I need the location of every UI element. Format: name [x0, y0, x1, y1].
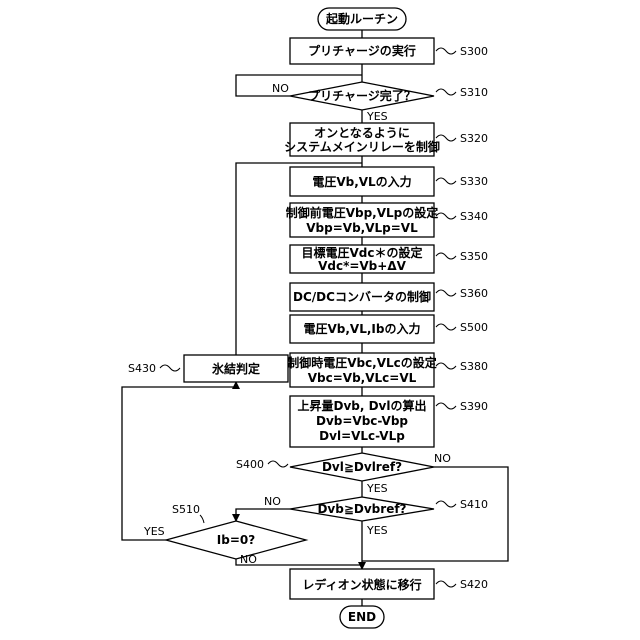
step-s300-box: プリチャージの実行	[290, 38, 434, 64]
s510-yes-label: YES	[143, 525, 165, 538]
label-s320: S320	[460, 132, 488, 145]
svg-text:Vbc=Vb,VLc=VL: Vbc=Vb,VLc=VL	[308, 371, 417, 385]
svg-text:目標電圧Vdc＊の設定: 目標電圧Vdc＊の設定	[302, 245, 423, 260]
label-s300: S300	[460, 45, 488, 58]
svg-text:レディオン状態に移行: レディオン状態に移行	[302, 577, 421, 592]
svg-text:Ib=0?: Ib=0?	[217, 533, 255, 547]
svg-text:プリチャージ完了？: プリチャージ完了？	[308, 88, 416, 103]
svg-text:Vbp=Vb,VLp=VL: Vbp=Vb,VLp=VL	[306, 221, 418, 235]
label-s400: S400	[236, 458, 264, 471]
step-s380-box: 制御時電圧Vbc,VLcの設定 Vbc=Vb,VLc=VL	[287, 353, 437, 387]
label-s500: S500	[460, 321, 488, 334]
step-s330-box: 電圧Vb,VLの入力	[290, 167, 434, 196]
svg-text:システムメインリレーを制御: システムメインリレーを制御	[284, 139, 440, 154]
step-s430-box: 氷結判定	[184, 355, 288, 382]
step-s320-box: オンとなるように システムメインリレーを制御	[284, 123, 440, 156]
svg-text:電圧Vb,VL,Ibの入力: 電圧Vb,VL,Ibの入力	[304, 321, 421, 336]
step-s400-decision: Dvl≧Dvlref?	[290, 453, 434, 481]
svg-text:Dvl=VLc-VLp: Dvl=VLc-VLp	[319, 429, 405, 443]
svg-text:Dvb≧Dvbref?: Dvb≧Dvbref?	[317, 502, 406, 516]
label-s330: S330	[460, 175, 488, 188]
label-s340: S340	[460, 210, 488, 223]
svg-text:氷結判定: 氷結判定	[211, 361, 260, 376]
svg-text:オンとなるように: オンとなるように	[314, 126, 410, 140]
label-s360: S360	[460, 287, 488, 300]
step-s350-box: 目標電圧Vdc＊の設定 Vdc*=Vb+ΔV	[290, 245, 434, 273]
s310-no-label: NO	[272, 82, 289, 95]
label-s430: S430	[128, 362, 156, 375]
step-s390-box: 上昇量Dvb, Dvlの算出 Dvb=Vbc-Vbp Dvl=VLc-VLp	[290, 396, 434, 447]
svg-text:END: END	[348, 610, 376, 624]
label-s510: S510	[172, 503, 200, 516]
step-s360-box: DC/DCコンバータの制御	[290, 283, 434, 311]
step-s510-decision: Ib=0?	[166, 521, 306, 559]
svg-text:DC/DCコンバータの制御: DC/DCコンバータの制御	[293, 289, 431, 304]
svg-text:Dvb=Vbc-Vbp: Dvb=Vbc-Vbp	[316, 414, 408, 428]
svg-text:電圧Vb,VLの入力: 電圧Vb,VLの入力	[312, 174, 411, 189]
label-s390: S390	[460, 400, 488, 413]
svg-text:制御時電圧Vbc,VLcの設定: 制御時電圧Vbc,VLcの設定	[287, 355, 437, 370]
s510-no-label: NO	[240, 553, 257, 566]
start-terminal: 起動ルーチン	[318, 8, 406, 30]
svg-text:Vdc*=Vb+ΔV: Vdc*=Vb+ΔV	[318, 259, 407, 273]
label-s380: S380	[460, 360, 488, 373]
s410-no-label: NO	[264, 495, 281, 508]
label-s420: S420	[460, 578, 488, 591]
svg-text:プリチャージの実行: プリチャージの実行	[308, 43, 416, 58]
end-terminal: END	[340, 606, 384, 628]
step-s410-decision: Dvb≧Dvbref?	[290, 497, 434, 521]
s400-yes-label: YES	[366, 482, 388, 495]
label-s310: S310	[460, 86, 488, 99]
label-s410: S410	[460, 498, 488, 511]
svg-text:制御前電圧Vbp,VLpの設定: 制御前電圧Vbp,VLpの設定	[286, 205, 439, 220]
label-s350: S350	[460, 250, 488, 263]
s310-yes-label: YES	[366, 110, 388, 123]
step-s340-box: 制御前電圧Vbp,VLpの設定 Vbp=Vb,VLp=VL	[286, 203, 439, 237]
step-s500-box: 電圧Vb,VL,Ibの入力	[290, 315, 434, 343]
svg-text:Dvl≧Dvlref?: Dvl≧Dvlref?	[322, 460, 402, 474]
step-s420-box: レディオン状態に移行	[290, 569, 434, 599]
svg-text:起動ルーチン: 起動ルーチン	[325, 11, 398, 26]
s410-yes-label: YES	[366, 524, 388, 537]
s400-no-label: NO	[434, 452, 451, 465]
step-s310-decision: プリチャージ完了？	[290, 82, 434, 110]
svg-text:上昇量Dvb, Dvlの算出: 上昇量Dvb, Dvlの算出	[297, 398, 426, 413]
